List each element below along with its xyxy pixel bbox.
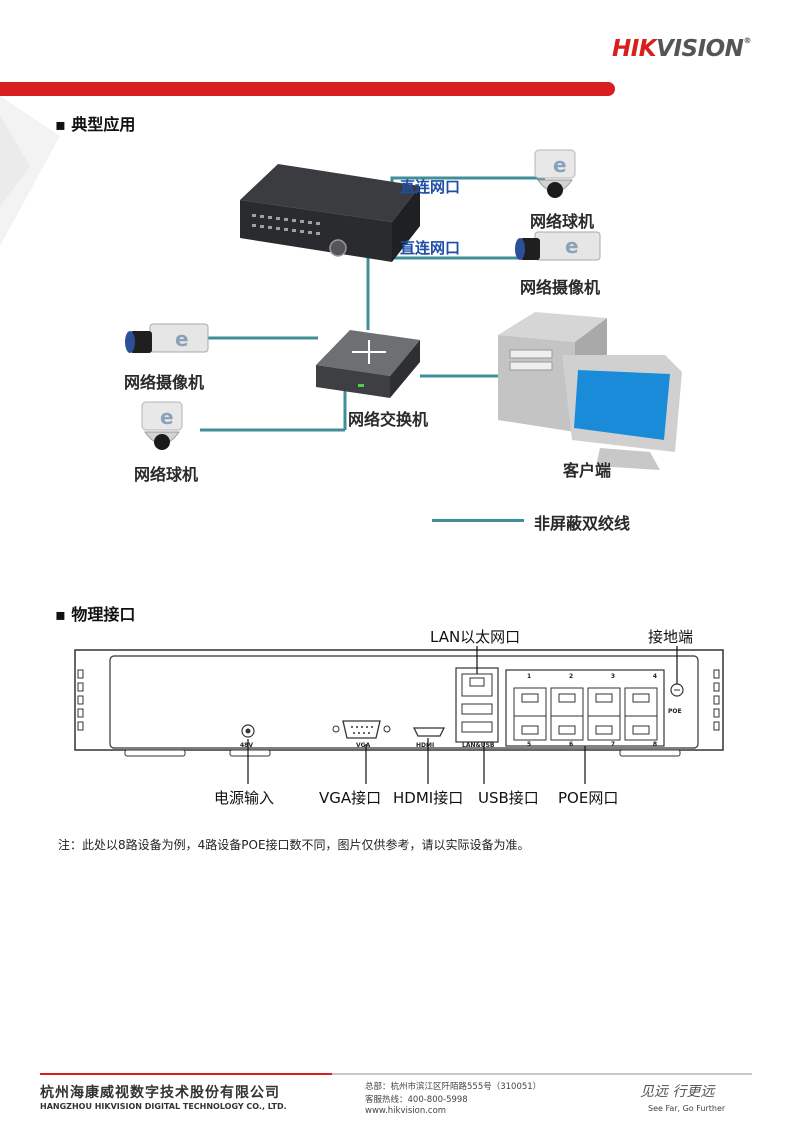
box-camera-right-label: 网络摄像机 — [520, 278, 601, 297]
silk-vga: VGA — [356, 742, 371, 749]
hdmi-label: HDMI接口 — [393, 789, 464, 807]
legend-line — [432, 519, 524, 522]
company-name-cn: 杭州海康威视数字技术股份有限公司 — [40, 1085, 280, 1101]
box-camera-right-icon: e — [515, 231, 601, 261]
client-pc-icon — [498, 312, 682, 470]
ground-label: 接地端 — [648, 628, 694, 646]
port-numbers-top: 1 2 3 4 — [527, 673, 657, 680]
network-diagram: e e e e — [125, 149, 682, 470]
port-numbers-bottom: 5 6 7 8 — [527, 741, 657, 748]
rear-panel — [74, 646, 724, 784]
lan-port-label: LAN以太网口 — [430, 628, 521, 646]
footer-hotline: 客服热线：400-800-5998 — [365, 1095, 468, 1105]
slogan-en: See Far, Go Further — [648, 1104, 726, 1113]
svg-text:e: e — [175, 327, 189, 351]
corner-decoration — [0, 96, 60, 246]
power-input-label: 电源输入 — [214, 789, 275, 807]
footer-address: 总部：杭州市滨江区阡陌路555号（310051） — [365, 1082, 542, 1092]
footer-website[interactable]: www.hikvision.com — [365, 1106, 447, 1116]
port-number: 5 — [527, 741, 532, 748]
box-camera-left-label: 网络摄像机 — [124, 373, 205, 392]
dome-camera-left-icon: e — [141, 401, 183, 450]
usb-label: USB接口 — [478, 789, 539, 807]
header-bar — [0, 82, 615, 96]
silk-lanusb: LAN&USB — [462, 742, 495, 749]
svg-text:e: e — [553, 153, 567, 177]
port-number: 2 — [568, 673, 574, 680]
direct-port-label-2: 直连网口 — [400, 239, 461, 257]
section-title-physical: ▪ 物理接口 — [55, 605, 136, 624]
note-text: 注：此处以8路设备为例，4路设备POE接口数不同，图片仅供参考，请以实际设备为准… — [58, 838, 530, 852]
legend-label: 非屏蔽双绞线 — [534, 514, 631, 533]
svg-text:e: e — [160, 405, 174, 429]
vga-label: VGA接口 — [319, 789, 382, 807]
company-name-en: HANGZHOU HIKVISION DIGITAL TECHNOLOGY CO… — [40, 1102, 287, 1111]
footer-rule-gray — [332, 1073, 752, 1075]
port-number: 8 — [652, 741, 657, 748]
svg-text:e: e — [565, 234, 579, 258]
silk-power: 48V — [240, 742, 253, 749]
port-number: 4 — [652, 673, 657, 680]
direct-port-label-1: 直连网口 — [400, 178, 461, 196]
dome-camera-top-icon: e — [534, 149, 576, 198]
hikvision-logo: HIKVISION® — [612, 36, 751, 62]
poe-label: POE网口 — [558, 789, 619, 807]
client-label: 客户端 — [563, 461, 612, 480]
port-number: 3 — [610, 673, 616, 680]
network-switch-icon — [316, 330, 420, 398]
switch-label: 网络交换机 — [348, 410, 429, 429]
port-number: 1 — [527, 673, 532, 680]
dome-camera-left-label: 网络球机 — [134, 465, 199, 484]
slogan-cn: 见远 行更远 — [640, 1084, 715, 1100]
section-title-typical: ▪ 典型应用 — [55, 115, 136, 134]
port-number: 6 — [568, 741, 574, 748]
port-number: 7 — [610, 741, 616, 748]
box-camera-left-icon: e — [125, 323, 209, 353]
silk-hdmi: HDMI — [416, 742, 435, 749]
nvr-device — [240, 164, 420, 262]
silk-poe: POE — [668, 708, 682, 715]
dome-camera-top-label: 网络球机 — [530, 212, 595, 231]
footer-rule-red — [40, 1073, 332, 1075]
